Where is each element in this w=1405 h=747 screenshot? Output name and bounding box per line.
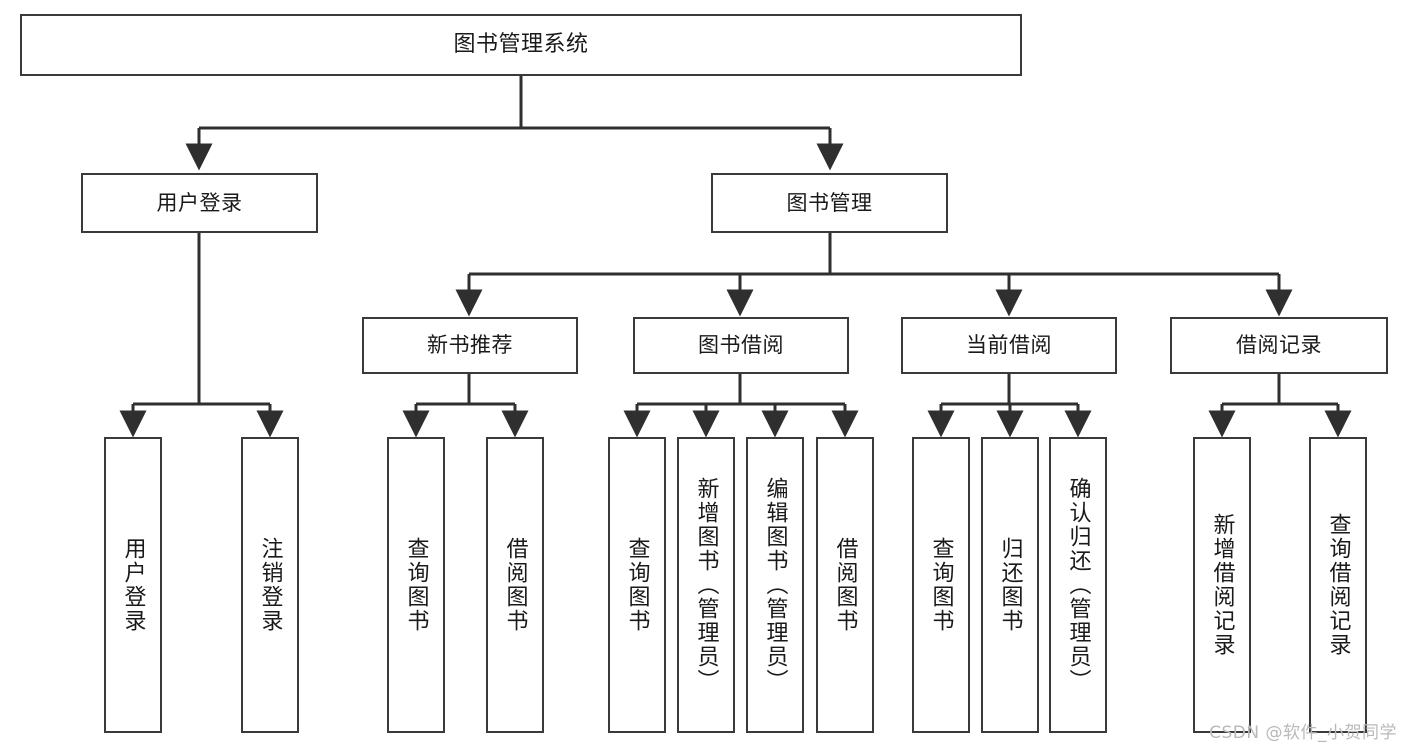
node-leaf-return-book-label: 归还图书 (997, 537, 1023, 633)
node-leaf-borrow-book-1-label: 借阅图书 (502, 537, 528, 633)
node-leaf-query-book-3-label: 查询图书 (928, 537, 954, 633)
node-leaf-edit-book-label: 编辑图书（管理员） (762, 477, 788, 693)
node-root[interactable]: 图书管理系统 (20, 14, 1022, 76)
node-leaf-add-book[interactable]: 新增图书（管理员） (677, 437, 735, 733)
node-borrow-record[interactable]: 借阅记录 (1170, 317, 1388, 374)
node-leaf-user-login-label: 用户登录 (120, 537, 146, 633)
node-new-book-rec-label: 新书推荐 (427, 333, 513, 358)
node-leaf-query-book-3[interactable]: 查询图书 (912, 437, 970, 733)
node-current-borrow[interactable]: 当前借阅 (901, 317, 1117, 374)
node-user-login[interactable]: 用户登录 (81, 173, 318, 233)
node-current-borrow-label: 当前借阅 (966, 333, 1052, 358)
node-leaf-query-book-1[interactable]: 查询图书 (387, 437, 445, 733)
node-book-manage-label: 图书管理 (786, 190, 873, 215)
node-leaf-add-record-label: 新增借阅记录 (1209, 513, 1235, 657)
node-leaf-query-book-2[interactable]: 查询图书 (608, 437, 666, 733)
node-book-manage[interactable]: 图书管理 (711, 173, 948, 233)
node-new-book-rec[interactable]: 新书推荐 (362, 317, 578, 374)
node-leaf-query-book-2-label: 查询图书 (624, 537, 650, 633)
node-leaf-query-record-label: 查询借阅记录 (1325, 513, 1351, 657)
node-root-label: 图书管理系统 (453, 32, 589, 58)
node-leaf-add-record[interactable]: 新增借阅记录 (1193, 437, 1251, 733)
node-leaf-logout[interactable]: 注销登录 (241, 437, 299, 733)
node-book-borrow-label: 图书借阅 (698, 333, 784, 358)
node-leaf-return-book[interactable]: 归还图书 (981, 437, 1039, 733)
node-leaf-user-login[interactable]: 用户登录 (104, 437, 162, 733)
node-leaf-edit-book[interactable]: 编辑图书（管理员） (746, 437, 804, 733)
node-user-login-label: 用户登录 (156, 190, 243, 215)
node-leaf-query-book-1-label: 查询图书 (403, 537, 429, 633)
node-leaf-query-record[interactable]: 查询借阅记录 (1309, 437, 1367, 733)
node-leaf-borrow-book-2-label: 借阅图书 (832, 537, 858, 633)
node-leaf-logout-label: 注销登录 (257, 537, 283, 633)
node-book-borrow[interactable]: 图书借阅 (633, 317, 849, 374)
node-leaf-confirm-return[interactable]: 确认归还（管理员） (1049, 437, 1107, 733)
node-leaf-borrow-book-1[interactable]: 借阅图书 (486, 437, 544, 733)
node-leaf-add-book-label: 新增图书（管理员） (693, 477, 719, 693)
node-leaf-borrow-book-2[interactable]: 借阅图书 (816, 437, 874, 733)
node-leaf-confirm-return-label: 确认归还（管理员） (1065, 477, 1091, 693)
csdn-watermark: CSDN @软件_小贺同学 (1209, 723, 1397, 743)
node-borrow-record-label: 借阅记录 (1236, 333, 1322, 358)
